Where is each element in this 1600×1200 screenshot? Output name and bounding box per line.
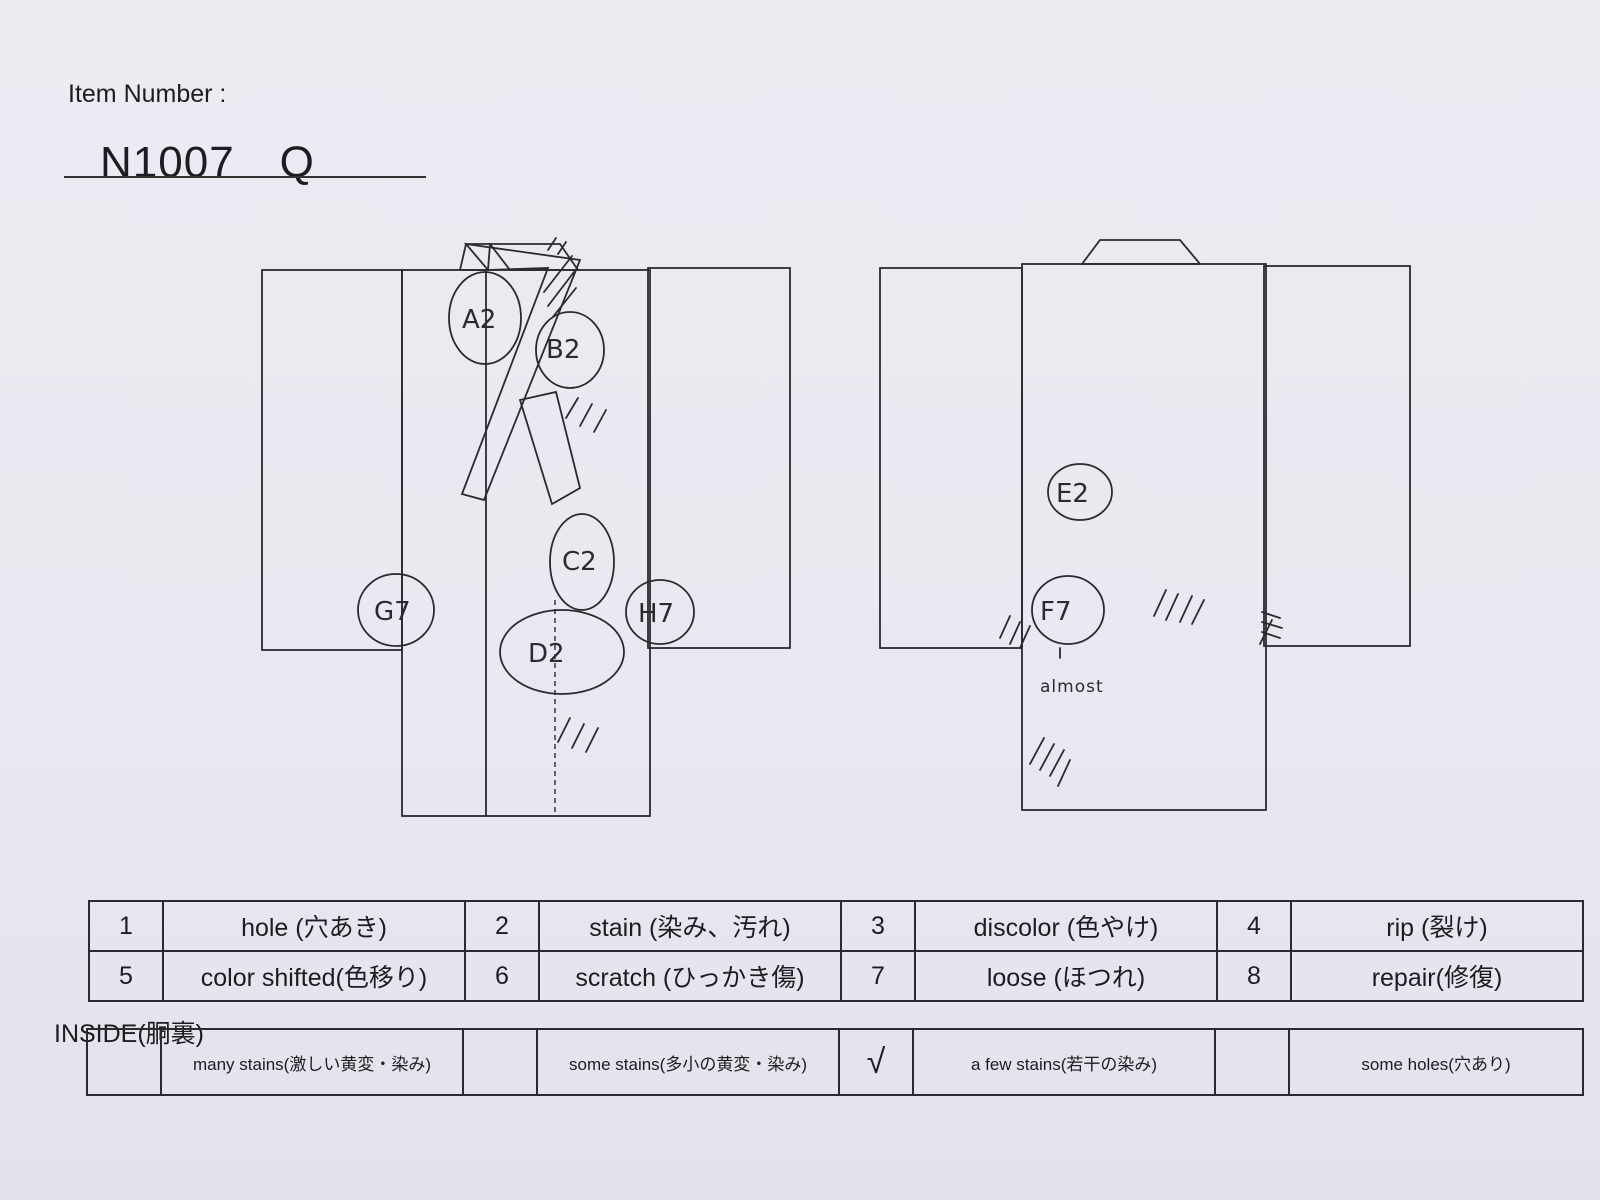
legend-text: loose (ほつれ)	[914, 950, 1218, 1002]
legend-text: scratch (ひっかき傷)	[538, 950, 842, 1002]
legend-number: 8	[1216, 950, 1292, 1002]
legend-number: 5	[88, 950, 164, 1002]
item-number-label: Item Number :	[68, 80, 227, 108]
back-mark: E2	[1056, 479, 1089, 509]
legend-row: 5 color shifted(色移り) 6 scratch (ひっかき傷) 7…	[88, 950, 1584, 1002]
back-mark: F7	[1040, 597, 1072, 627]
inside-option: some holes(穴あり)	[1288, 1028, 1584, 1096]
front-mark: D2	[528, 639, 565, 669]
inside-condition-table: many stains(激しい黄変・染み) some stains(多小の黄変・…	[86, 1028, 1584, 1096]
inside-option: many stains(激しい黄変・染み)	[160, 1028, 464, 1096]
inside-checkbox	[462, 1028, 538, 1096]
front-mark: A2	[462, 305, 496, 335]
inside-checkbox: √	[838, 1028, 914, 1096]
inside-option: a few stains(若干の染み)	[912, 1028, 1216, 1096]
front-mark: B2	[546, 335, 580, 365]
legend-number: 1	[88, 900, 164, 952]
legend-text: stain (染み、汚れ)	[538, 900, 842, 952]
item-number-value: N1007 Q	[100, 138, 315, 187]
front-mark: C2	[562, 547, 597, 577]
legend-text: repair(修復)	[1290, 950, 1584, 1002]
front-mark: H7	[638, 599, 674, 629]
inside-checkbox	[1214, 1028, 1290, 1096]
damage-legend-table: 1 hole (穴あき) 2 stain (染み、汚れ) 3 discolor …	[88, 900, 1584, 1002]
legend-text: discolor (色やけ)	[914, 900, 1218, 952]
legend-row: 1 hole (穴あき) 2 stain (染み、汚れ) 3 discolor …	[88, 900, 1584, 952]
back-view: E2 F7 almost	[879, 239, 1411, 811]
legend-text: color shifted(色移り)	[162, 950, 466, 1002]
legend-number: 7	[840, 950, 916, 1002]
legend-number: 4	[1216, 900, 1292, 952]
inside-row: many stains(激しい黄変・染み) some stains(多小の黄変・…	[86, 1028, 1584, 1096]
legend-number: 6	[464, 950, 540, 1002]
legend-number: 2	[464, 900, 540, 952]
legend-text: rip (裂け)	[1290, 900, 1584, 952]
front-mark: G7	[374, 597, 411, 627]
inside-option: some stains(多小の黄変・染み)	[536, 1028, 840, 1096]
legend-text: hole (穴あき)	[162, 900, 466, 952]
front-view: A2 B2 C2 D2 G7 H7	[261, 237, 791, 817]
inside-checkbox	[86, 1028, 162, 1096]
legend-number: 3	[840, 900, 916, 952]
item-number-underline	[64, 176, 426, 178]
back-note: almost	[1040, 677, 1104, 697]
